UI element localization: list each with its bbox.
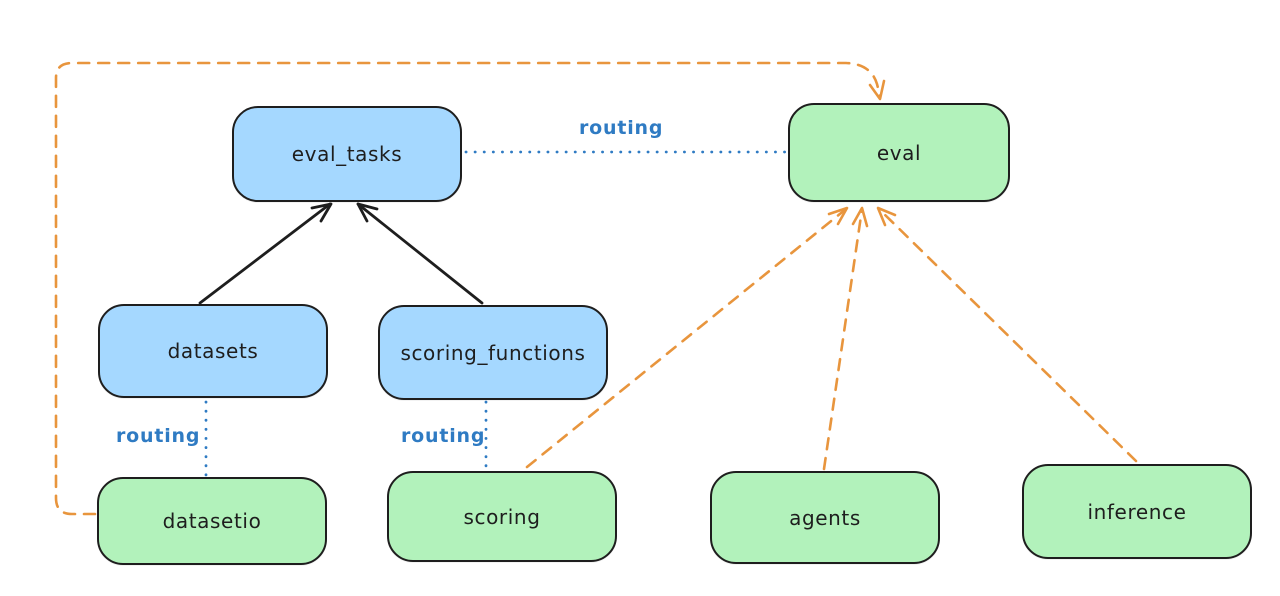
node-scoring: scoring: [387, 471, 617, 562]
arrowhead-scoring_functions-to-eval_tasks: [356, 202, 379, 223]
node-eval: eval: [788, 103, 1010, 202]
arrowhead-agents-to-eval: [851, 206, 869, 228]
node-inference: inference: [1022, 464, 1252, 559]
arrowhead-scoring-to-eval: [827, 206, 849, 226]
edge-datasetio-to-eval: [54, 61, 882, 516]
node-agents: agents: [710, 471, 940, 564]
edge-datasets-to-eval_tasks: [198, 202, 332, 305]
edge-label-routing-top: routing: [579, 117, 664, 139]
edge-label-routing-scoring: routing: [401, 425, 486, 447]
edge-inference-to-eval: [877, 207, 1138, 463]
node-eval_tasks: eval_tasks: [232, 106, 462, 202]
arrowhead-datasetio-to-eval: [868, 79, 886, 101]
edge-scoring-to-eval: [525, 207, 848, 469]
edge-scoring_functions-to-eval_tasks: [356, 202, 484, 305]
edge-agents-to-eval: [822, 207, 864, 471]
node-scoring_functions: scoring_functions: [378, 305, 608, 400]
edge-label-routing-datasetio: routing: [116, 425, 201, 447]
arrowhead-inference-to-eval: [876, 206, 897, 227]
arrowhead-datasets-to-eval_tasks: [310, 202, 333, 223]
node-datasets: datasets: [98, 304, 328, 398]
node-datasetio: datasetio: [97, 477, 327, 565]
